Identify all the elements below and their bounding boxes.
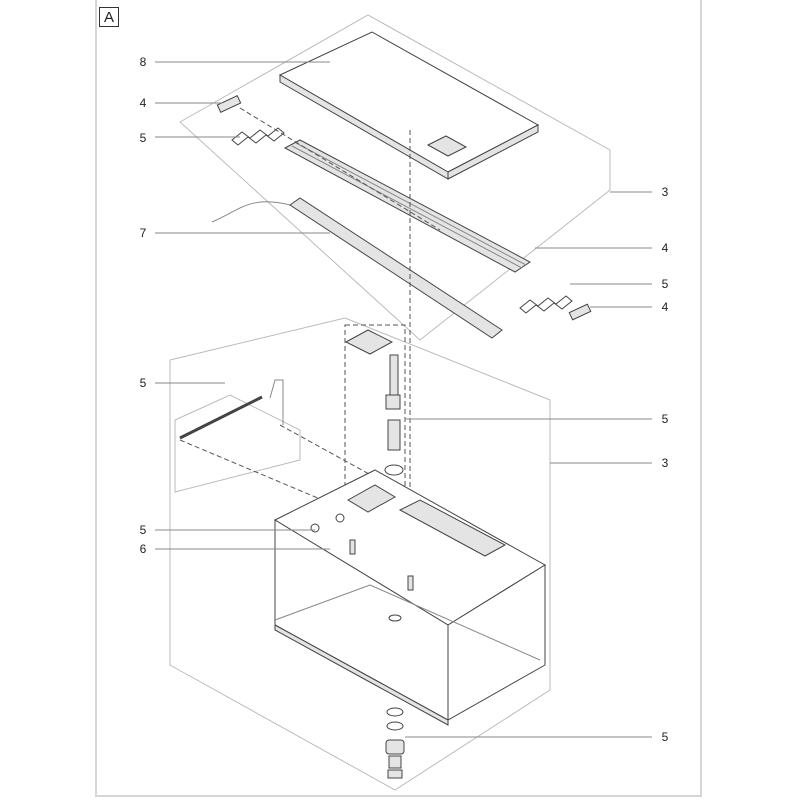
clips-top-left bbox=[216, 95, 285, 146]
callout-4: 4 bbox=[661, 241, 669, 255]
clips-right bbox=[519, 295, 592, 321]
callout-3: 3 bbox=[661, 456, 669, 470]
callout-5: 5 bbox=[661, 730, 669, 744]
lid-group-outline bbox=[179, 14, 611, 341]
bottom-fittings bbox=[385, 707, 405, 779]
callout-5: 5 bbox=[139, 523, 147, 537]
callout-5: 5 bbox=[139, 376, 147, 390]
callout-4: 4 bbox=[139, 96, 147, 110]
callout-5: 5 bbox=[661, 412, 669, 426]
callout-5: 5 bbox=[139, 131, 147, 145]
aquarium-tank bbox=[273, 469, 546, 726]
tank-group-outline bbox=[169, 317, 551, 791]
filter-assembly bbox=[344, 324, 406, 551]
callout-5: 5 bbox=[661, 277, 669, 291]
side-parts-outline bbox=[174, 394, 301, 493]
diagram-frame bbox=[95, 0, 702, 797]
light-bar bbox=[283, 139, 531, 273]
panel-letter: A bbox=[99, 7, 119, 27]
callout-6: 6 bbox=[139, 542, 147, 556]
lid-cover bbox=[278, 31, 540, 180]
callout-8: 8 bbox=[139, 55, 147, 69]
callout-7: 7 bbox=[139, 226, 147, 240]
light-tube bbox=[211, 197, 503, 339]
callout-3: 3 bbox=[661, 185, 669, 199]
callout-4: 4 bbox=[661, 300, 669, 314]
